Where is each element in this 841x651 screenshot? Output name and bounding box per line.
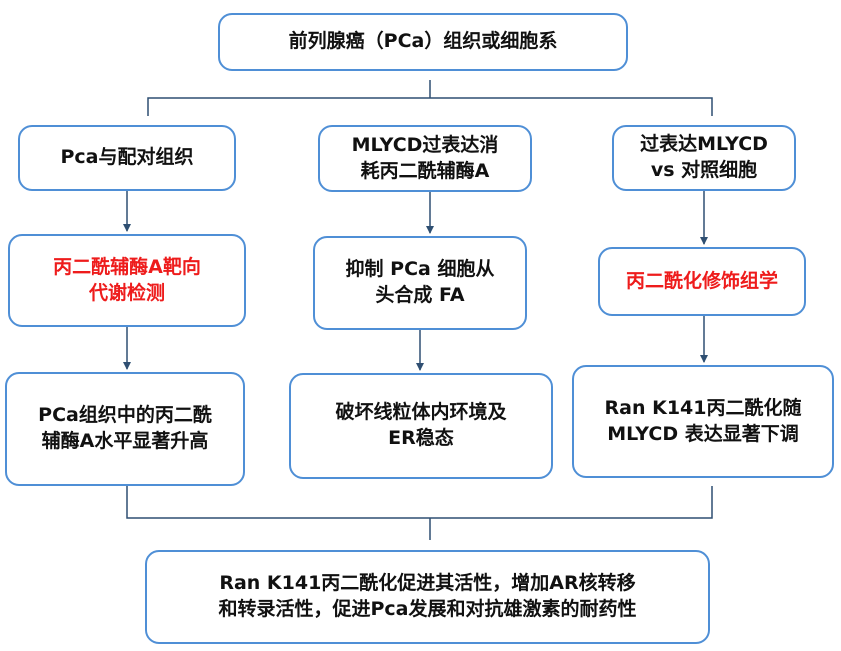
col1-method-box: 丙二酰辅酶A靶向 代谢检测 [8,234,246,327]
top-box-label: 前列腺癌（PCa）组织或细胞系 [288,30,558,53]
col3-result-label: Ran K141丙二酰化随 MLYCD 表达显著下调 [604,396,802,445]
top-box: 前列腺癌（PCa）组织或细胞系 [218,13,628,71]
conclusion-box: Ran K141丙二酰化促进其活性，增加AR核转移 和转录活性，促进Pca发展和… [145,550,710,644]
top-bracket [147,80,713,116]
col1-method-label: 丙二酰辅酶A靶向 代谢检测 [53,255,201,304]
conclusion-label: Ran K141丙二酰化促进其活性，增加AR核转移 和转录活性，促进Pca发展和… [218,572,637,620]
col1-result-box: PCa组织中的丙二酰 辅酶A水平显著升高 [5,372,245,486]
col3-method-box: 丙二酰化修饰组学 [598,247,806,316]
col2-header-box: MLYCD过表达消 耗丙二酰辅酶A [318,125,532,192]
col3-header-box: 过表达MLYCD vs 对照细胞 [612,125,796,191]
col2-result-box: 破坏线粒体内环境及 ER稳态 [289,373,553,479]
col2-result-label: 破坏线粒体内环境及 ER稳态 [335,401,507,449]
col2-method-box: 抑制 PCa 细胞从 头合成 FA [313,236,527,330]
col3-method-label: 丙二酰化修饰组学 [625,269,778,292]
col1-header-box: Pca与配对组织 [18,125,236,191]
col1-result-label: PCa组织中的丙二酰 辅酶A水平显著升高 [38,404,212,452]
col2-method-label: 抑制 PCa 细胞从 头合成 FA [345,258,495,306]
bottom-bracket [126,486,713,540]
col3-result-box: Ran K141丙二酰化随 MLYCD 表达显著下调 [572,365,834,478]
col1-header-label: Pca与配对组织 [60,146,194,169]
col2-header-label: MLYCD过表达消 耗丙二酰辅酶A [351,133,499,182]
col3-header-label: 过表达MLYCD vs 对照细胞 [640,133,768,181]
